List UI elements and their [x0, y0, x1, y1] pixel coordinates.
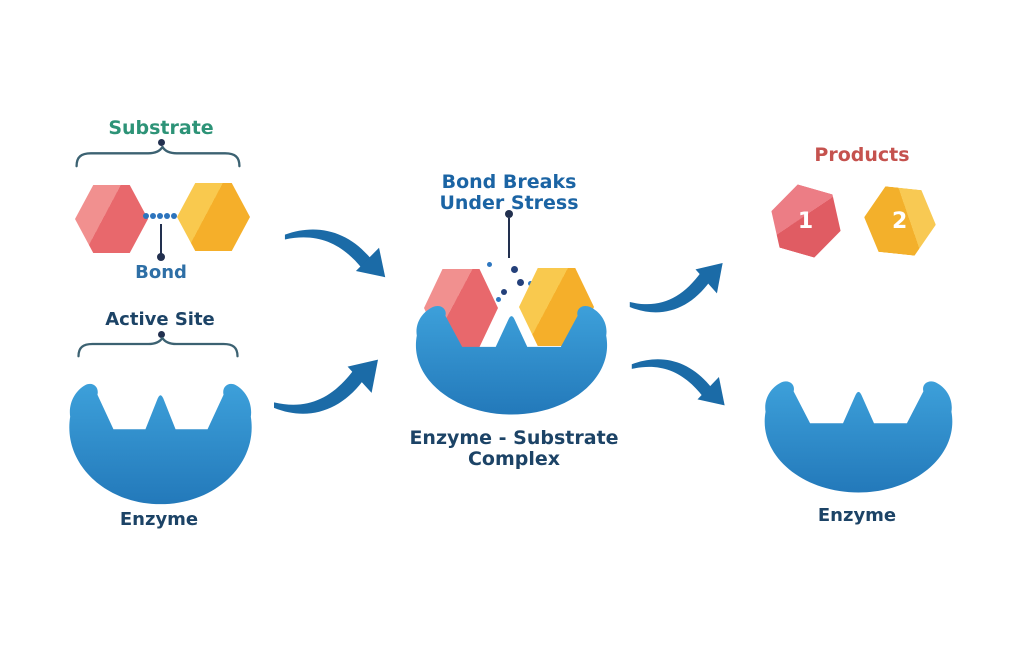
complex-label-line2: Complex	[467, 448, 561, 470]
bond-fragment-dot	[487, 262, 492, 267]
bond-bead	[164, 213, 170, 219]
bond-fragment-dot	[496, 297, 501, 302]
substrate-pointer-dot	[158, 139, 165, 146]
bond-label: Bond	[135, 262, 187, 283]
bond-fragment-dot	[501, 289, 507, 295]
product-1-number: 1	[798, 208, 814, 234]
enzyme-right-label: Enzyme	[817, 505, 897, 526]
complex-label: Enzyme - Substrate Complex	[409, 428, 618, 470]
complex-enzyme-shape	[403, 288, 620, 418]
arrow-substrate-to-complex	[283, 223, 391, 283]
enzyme-right-shape	[752, 363, 965, 496]
bond-breaks-pointer-dot	[505, 210, 513, 218]
bond-breaks-pointer-line	[508, 218, 510, 258]
complex-label-line1: Enzyme - Substrate	[409, 427, 619, 449]
bond-bead	[143, 213, 149, 219]
arrow-enzyme-to-complex	[272, 353, 384, 421]
enzyme-left-label: Enzyme	[119, 509, 199, 530]
substrate-hexagon-pink	[75, 185, 148, 253]
bond-fragment-dot	[511, 266, 518, 273]
active-site-brace	[75, 337, 241, 358]
active-site-label: Active Site	[105, 309, 215, 330]
substrate-label: Substrate	[108, 117, 214, 139]
enzyme-left-shape	[57, 364, 264, 508]
product-2-hexagon: 2	[861, 184, 940, 257]
product-2-number: 2	[892, 208, 908, 234]
substrate-hexagon-yellow	[177, 183, 250, 251]
substrate-brace	[73, 146, 243, 168]
bond-bead	[157, 213, 163, 219]
bond-bead	[171, 213, 177, 219]
product-1-hexagon: 1	[762, 179, 849, 262]
bond-breaks-line2: Under Stress	[439, 192, 579, 214]
active-site-pointer-dot	[158, 331, 165, 338]
bond-breaks-label: Bond Breaks Under Stress	[439, 172, 578, 214]
bond-bead	[150, 213, 156, 219]
bond-breaks-line1: Bond Breaks	[441, 171, 577, 193]
bond-pointer-dot	[157, 253, 165, 261]
products-label: Products	[814, 144, 910, 166]
bond-pointer-line	[160, 224, 162, 254]
bond-fragment-dot	[517, 279, 524, 286]
arrow-complex-to-enzyme	[630, 353, 730, 411]
arrow-complex-to-products	[628, 257, 728, 319]
bond-beads	[143, 213, 177, 219]
